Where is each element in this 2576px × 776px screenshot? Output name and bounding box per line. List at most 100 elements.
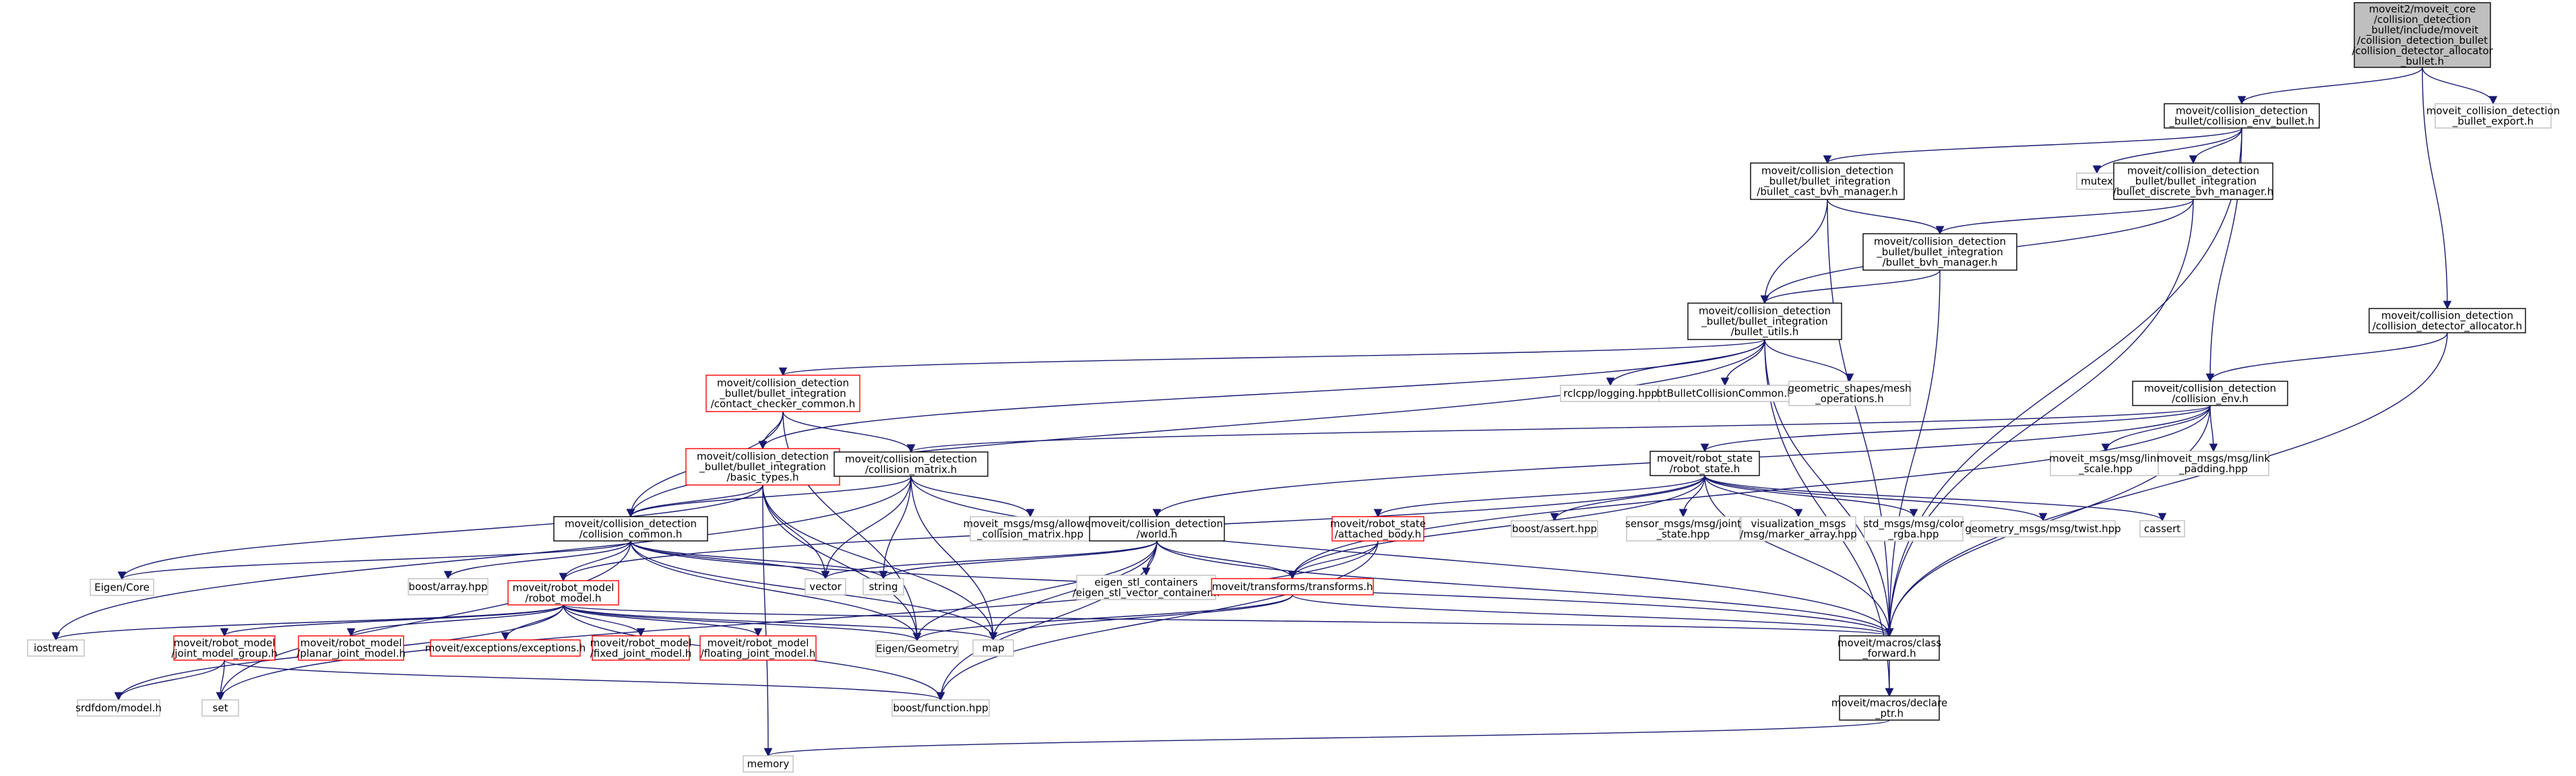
edge-n37-n45 xyxy=(114,659,225,701)
graph-node-n17[interactable]: moveit/collision_detection/collision_mat… xyxy=(834,451,988,477)
graph-node-n41[interactable]: moveit/robot_model/floating_joint_model.… xyxy=(699,635,817,661)
graph-node-n44[interactable]: moveit/macros/class_forward.h xyxy=(1837,635,1941,661)
node-label-line: _bullet_export.h xyxy=(2452,115,2534,128)
graph-node-n9[interactable]: moveit/collision_detection/collision_env… xyxy=(2132,381,2288,406)
node-label-line: /bullet_cast_bvh_manager.h xyxy=(1757,186,1897,199)
graph-node-n46: set xyxy=(201,699,239,717)
node-label-line: map xyxy=(982,642,1004,654)
edge-n18-n35 xyxy=(1288,475,1705,580)
edge-n9-n15 xyxy=(2209,405,2218,453)
graph-node-n19[interactable]: moveit/collision_detection/collision_com… xyxy=(553,516,708,542)
graph-node-n21[interactable]: moveit/collision_detection/world.h xyxy=(1089,516,1225,542)
node-box xyxy=(1687,302,1842,340)
graph-node-n40[interactable]: moveit/robot_model/fixed_joint_model.h xyxy=(590,635,692,661)
graph-node-n36: iostream xyxy=(27,639,85,657)
edge-n8-n13 xyxy=(1764,339,1854,383)
node-label-line: moveit/collision_detection xyxy=(1874,236,2006,249)
graph-node-n16[interactable]: moveit/collision_detection_bullet/bullet… xyxy=(685,448,840,486)
node-label-line: moveit/collision_detection xyxy=(2381,309,2513,322)
edge-n1-n5 xyxy=(2092,127,2242,174)
edge-n16-n49 xyxy=(762,484,773,757)
node-box xyxy=(1740,516,1856,542)
node-label-line: _bullet/bullet_integration xyxy=(699,461,825,474)
node-box xyxy=(27,639,85,657)
node-label-line: moveit2/moveit_core xyxy=(2369,3,2476,15)
edge-n19-n42 xyxy=(630,540,922,642)
node-label-line: _bullet/bullet_integration xyxy=(719,387,846,400)
graph-node-n3[interactable]: moveit/collision_detection/collision_det… xyxy=(2368,308,2526,333)
node-label-line: /planar_joint_model.h xyxy=(296,647,406,660)
node-label-line: moveit/collision_detection xyxy=(2144,382,2276,395)
edge-n21-n32 xyxy=(879,540,1158,580)
edge-n6-n44 xyxy=(1885,199,2194,637)
node-label-line: moveit/macros/class xyxy=(1837,637,1941,649)
node-box xyxy=(2434,103,2552,129)
graph-node-n22[interactable]: moveit/robot_state/attached_body.h xyxy=(1330,516,1426,542)
node-label-line: btBulletCollisionCommon.h xyxy=(1656,387,1793,399)
edge-n19-n46 xyxy=(216,540,631,701)
graph-node-n4[interactable]: moveit/collision_detection_bullet/bullet… xyxy=(1750,162,1905,200)
graph-node-n45: srdfdom/model.h xyxy=(75,699,162,717)
graph-node-n37[interactable]: moveit/robot_model/joint_model_group.h xyxy=(171,635,278,661)
graph-node-n27: geometry_msgs/msg/twist.hpp xyxy=(1965,520,2121,538)
node-label-line: rclcpp/logging.hpp xyxy=(1563,387,1658,399)
edge-n18-n26 xyxy=(1704,475,1918,518)
node-box xyxy=(685,448,840,486)
node-label-line: _scale.hpp xyxy=(2078,463,2132,476)
node-box xyxy=(1750,162,1905,200)
graph-node-n48[interactable]: moveit/macros/declare_ptr.h xyxy=(1831,695,1947,721)
node-label-line: _bullet/include/moveit xyxy=(2366,24,2478,36)
node-box xyxy=(743,755,794,773)
node-label-line: string xyxy=(869,581,898,593)
graph-node-n10[interactable]: moveit/collision_detection_bullet/bullet… xyxy=(705,375,860,412)
node-box xyxy=(2139,520,2185,538)
node-label-line: moveit/transforms/transforms.h xyxy=(1212,581,1373,593)
graph-node-n35[interactable]: moveit/transforms/transforms.h xyxy=(1211,578,1374,595)
graph-node-n0[interactable]: moveit2/moveit_core/collision_detection_… xyxy=(2352,2,2494,68)
node-box xyxy=(862,578,904,595)
node-label-line: _bullet/collision_env_bullet.h xyxy=(2169,115,2315,128)
graph-node-n6[interactable]: moveit/collision_detection_bullet/bullet… xyxy=(2113,162,2273,200)
node-label-line: /collision_matrix.h xyxy=(865,463,957,476)
node-label-line: moveit/robot_state xyxy=(1657,452,1753,465)
node-box xyxy=(77,699,160,717)
graph-node-n7[interactable]: moveit/collision_detection_bullet/bullet… xyxy=(1862,233,2017,271)
node-label-line: boost/function.hpp xyxy=(893,702,988,714)
node-label-line: geometry_msgs/msg/twist.hpp xyxy=(1965,523,2121,536)
edge-n21-n47 xyxy=(936,540,1158,701)
edge-n9-n14 xyxy=(2101,405,2211,453)
node-label-line: moveit_collision_detection xyxy=(2426,104,2560,117)
graph-node-n29: Eigen/Core xyxy=(90,579,154,596)
graph-node-n38[interactable]: moveit/robot_model/planar_joint_model.h xyxy=(296,635,406,661)
edge-n34-n38 xyxy=(346,604,564,637)
edge-n17-n31 xyxy=(821,476,912,580)
node-box xyxy=(2113,162,2273,200)
node-label-line: /robot_state.h xyxy=(1670,463,1740,476)
edge-n17-n36 xyxy=(51,476,912,641)
node-box xyxy=(699,635,817,661)
node-label-line: moveit/robot_model xyxy=(513,581,615,594)
graph-node-n39[interactable]: moveit/exceptions/exceptions.h xyxy=(425,639,586,657)
node-label-line: Eigen/Core xyxy=(94,581,150,593)
edge-n8-n16 xyxy=(758,339,1765,450)
node-label-line: moveit/collision_detection xyxy=(1091,517,1223,530)
node-label-line: _bullet/bullet_integration xyxy=(2129,175,2256,188)
graph-node-n18[interactable]: moveit/robot_state/robot_state.h xyxy=(1650,451,1760,476)
node-label-line: /bullet_utils.h xyxy=(1731,326,1799,339)
node-box xyxy=(1970,520,2116,538)
node-box xyxy=(891,699,990,717)
node-box xyxy=(2164,103,2320,129)
edge-n4-n44 xyxy=(1827,199,1894,637)
graph-node-n1[interactable]: moveit/collision_detection_bullet/collis… xyxy=(2164,103,2320,129)
edge-n8-n12 xyxy=(1720,339,1765,387)
graph-node-n34[interactable]: moveit/robot_model/robot_model.h xyxy=(507,580,619,606)
edge-n10-n17 xyxy=(782,411,916,453)
node-box xyxy=(2354,2,2491,68)
node-box xyxy=(1626,516,1740,542)
edge-n18-n28 xyxy=(1704,475,2167,522)
node-box xyxy=(1560,385,1661,402)
edge-n16-n29 xyxy=(117,484,763,581)
graph-node-n8[interactable]: moveit/collision_detection_bullet/bullet… xyxy=(1687,302,1842,340)
node-label-line: moveit/collision_detection xyxy=(1699,305,1831,318)
